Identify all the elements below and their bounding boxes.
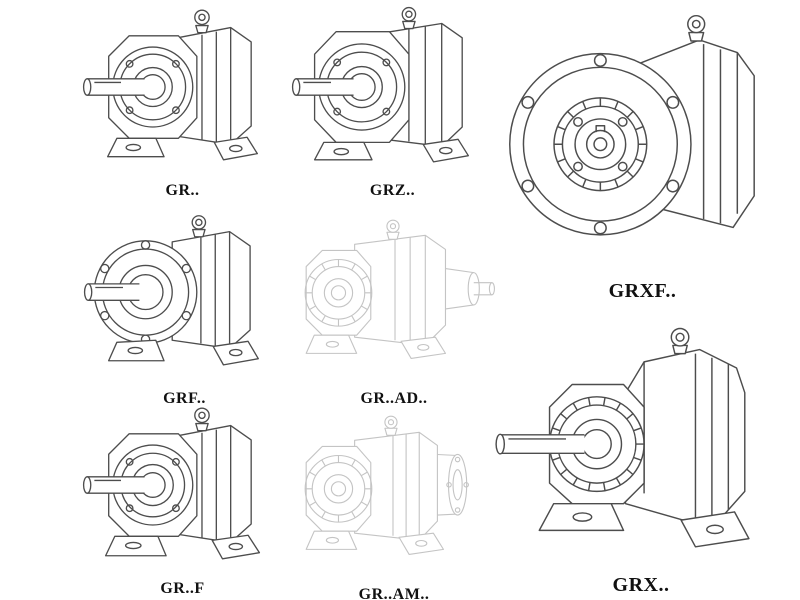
- gearbox-label-gram: GR..AM..: [358, 585, 430, 600]
- gearbox-figure-grad: GR..AD..: [288, 206, 500, 408]
- gearbox-figure-gr: GR..: [80, 4, 285, 200]
- gearbox-label-grad: GR..AD..: [360, 389, 428, 407]
- gearbox-drawing-grz-icon: [290, 4, 495, 180]
- gearbox-label-grf: GRF..: [163, 390, 206, 408]
- gearbox-drawing-gr-icon: [80, 4, 285, 180]
- gearbox-drawing-grx-icon: [492, 292, 790, 572]
- gearbox-label-grft: GR..F: [160, 580, 205, 598]
- gearbox-drawing-grxf-icon: [495, 2, 790, 278]
- gearbox-figure-gram: GR..AM..: [288, 402, 500, 600]
- gearbox-figure-grxf: GRXF..: [495, 2, 790, 303]
- gearbox-figure-grf: GRF..: [82, 206, 287, 408]
- gearbox-label-grz: GRZ..: [369, 182, 416, 200]
- gearbox-figure-grz: GRZ..: [290, 4, 495, 200]
- gearbox-label-gr: GR..: [165, 182, 200, 200]
- gearbox-figure-grx: GRX..: [492, 292, 790, 597]
- gearbox-label-grxf: GRXF..: [608, 280, 677, 303]
- gearbox-drawing-grad-icon: [288, 206, 500, 388]
- gearbox-drawing-gram-icon: [288, 402, 500, 584]
- gearbox-label-grx: GRX..: [612, 573, 670, 596]
- gearbox-figure-grft: GR..F: [80, 402, 285, 598]
- gearbox-drawing-grf-icon: [82, 206, 287, 388]
- gearbox-drawing-grft-icon: [80, 402, 285, 578]
